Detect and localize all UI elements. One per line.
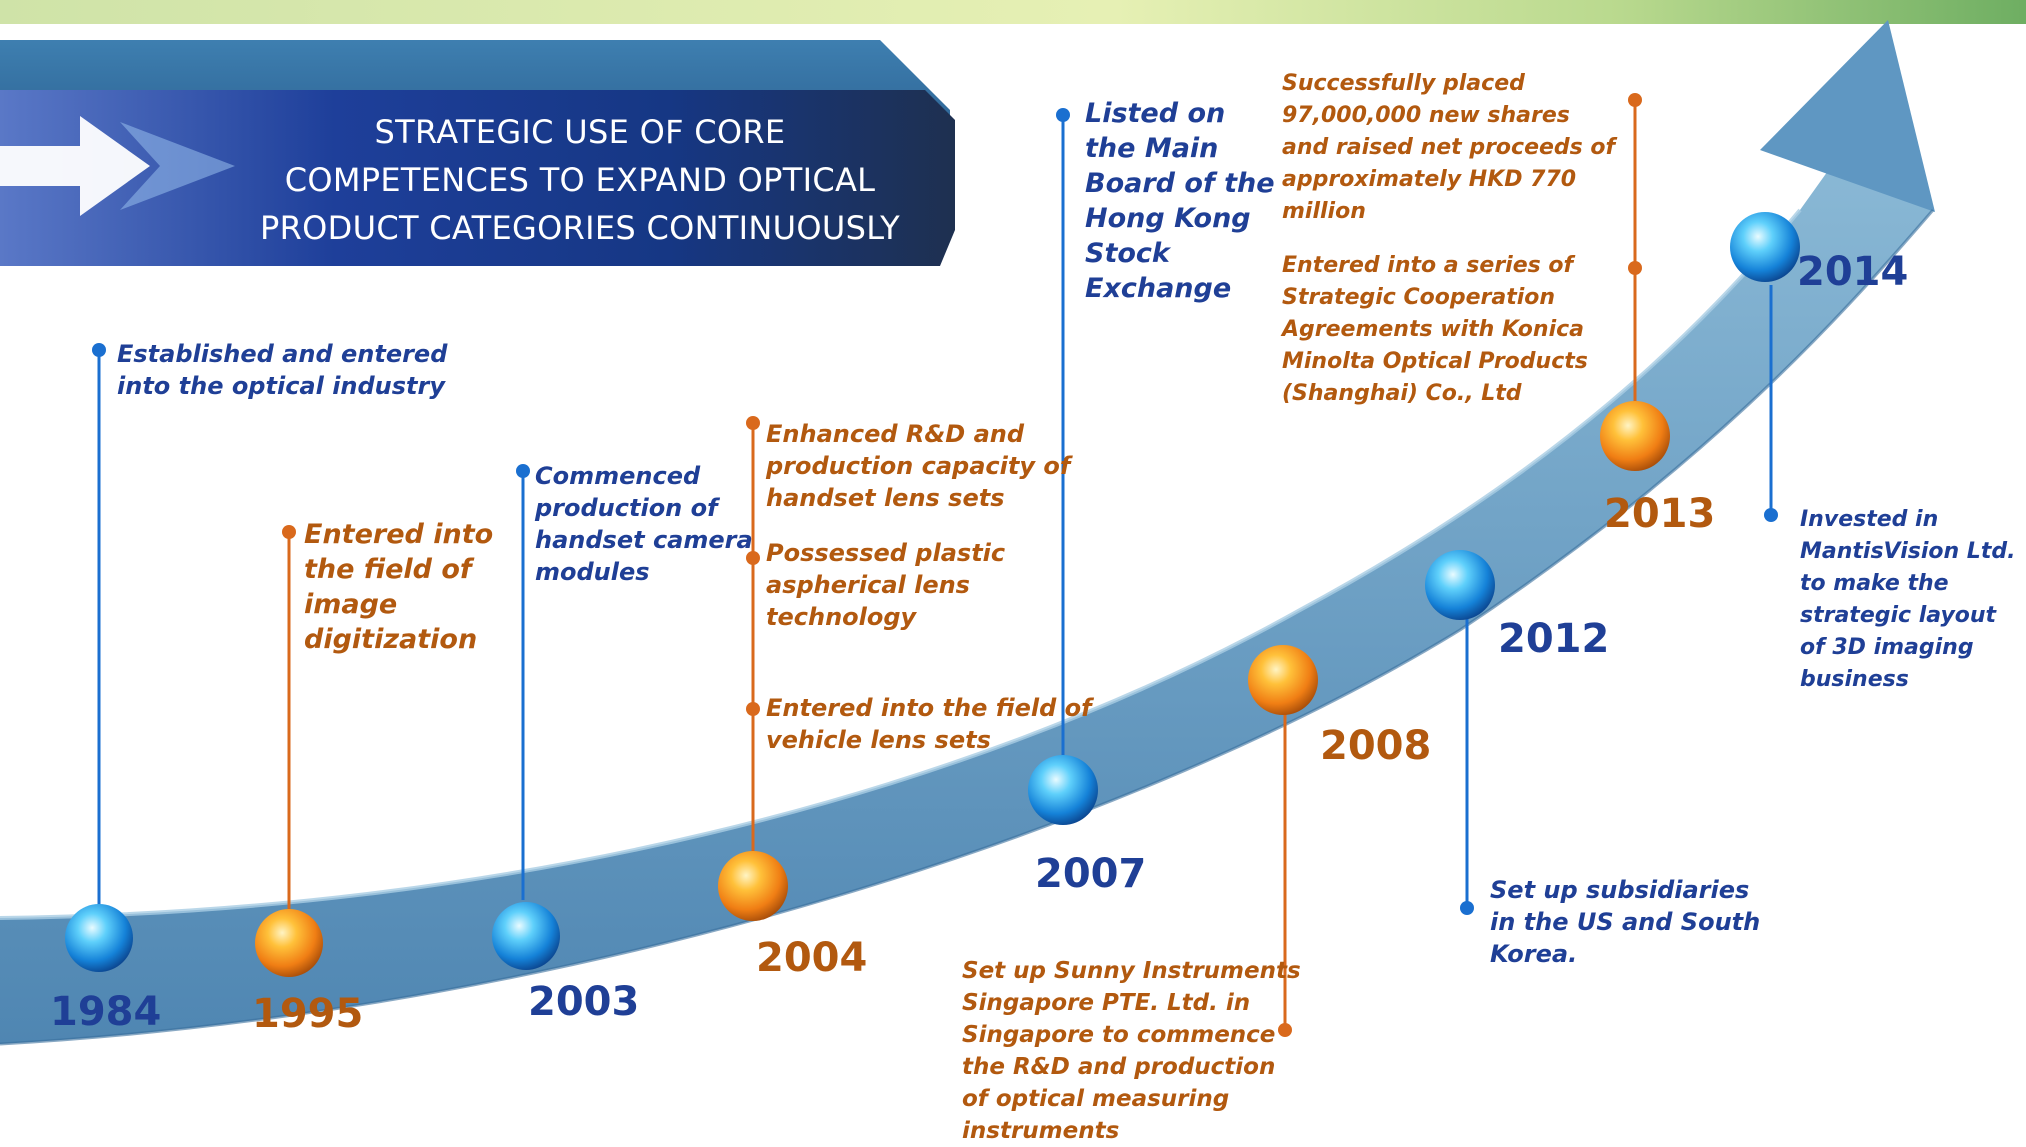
- note-line: in the US and South: [1490, 908, 1761, 936]
- year-label-2007: 2007: [1035, 851, 1147, 897]
- note-line: technology: [766, 603, 917, 631]
- note-line: (Shanghai) Co., Ltd: [1282, 381, 1522, 406]
- banner-title-line: STRATEGIC USE OF CORE: [374, 113, 786, 151]
- note-line: Hong Kong: [1085, 203, 1251, 234]
- note-line: the field of: [304, 554, 472, 585]
- note-line: Possessed plastic: [766, 539, 1006, 567]
- milestone-note-2008: Set up Sunny Instruments Singapore PTE. …: [962, 955, 1301, 1147]
- note-line: Entered into the field of: [766, 694, 1092, 722]
- growth-band: [0, 112, 1933, 1044]
- note-line: into the optical industry: [117, 372, 446, 400]
- connector-lines: [97, 100, 1773, 1030]
- milestone-note-2004-rd: Enhanced R&D and production capacity of …: [766, 418, 1070, 514]
- arrow-icon: [0, 116, 235, 216]
- note-line: Strategic Cooperation: [1282, 285, 1556, 310]
- note-line: Exchange: [1085, 273, 1232, 304]
- note-line: digitization: [304, 624, 478, 655]
- milestone-note-2004-aspherical: Possessed plastic aspherical lens techno…: [766, 537, 1005, 633]
- note-line: instruments: [962, 1118, 1120, 1144]
- note-line: business: [1800, 667, 1909, 692]
- note-line: strategic layout: [1800, 603, 1997, 628]
- year-label-1984: 1984: [50, 989, 162, 1035]
- note-line: Successfully placed: [1282, 71, 1525, 96]
- banner-title-line: COMPETENCES TO EXPAND OPTICAL: [284, 161, 876, 199]
- banner-title: STRATEGIC USE OF CORE COMPETENCES TO EXP…: [230, 108, 930, 252]
- year-label-2004: 2004: [756, 935, 868, 981]
- milestone-ball-2008: [1248, 645, 1318, 715]
- note-line: Invested in: [1800, 507, 1939, 532]
- note-line: Established and entered: [117, 340, 448, 368]
- milestone-ball-2007: [1028, 755, 1098, 825]
- milestone-note-2012: Set up subsidiaries in the US and South …: [1490, 874, 1760, 970]
- note-line: image: [304, 589, 398, 620]
- milestone-ball-2014: [1730, 212, 1800, 282]
- note-line: to make the: [1800, 571, 1949, 596]
- milestone-note-2013-placement: Successfully placed 97,000,000 new share…: [1282, 68, 1615, 228]
- note-line: vehicle lens sets: [766, 726, 991, 754]
- milestone-note-1984: Established and entered into the optical…: [117, 338, 447, 402]
- note-line: Set up Sunny Instruments: [962, 958, 1301, 984]
- note-line: approximately HKD 770: [1282, 167, 1577, 192]
- note-line: Korea.: [1490, 940, 1578, 968]
- milestone-note-2004-vehicle: Entered into the field of vehicle lens s…: [766, 692, 1092, 756]
- note-line: the R&D and production: [962, 1054, 1276, 1080]
- milestone-ball-2012: [1425, 550, 1495, 620]
- note-line: production of: [535, 494, 718, 522]
- milestone-balls: [65, 212, 1800, 977]
- growth-arrow-head: [1760, 20, 1935, 212]
- year-label-2014: 2014: [1797, 249, 1909, 295]
- milestone-note-2014: Invested in MantisVision Ltd. to make th…: [1800, 504, 2015, 696]
- note-line: Entered into: [304, 519, 494, 550]
- connector-dots: [92, 93, 1778, 1037]
- milestone-note-2013-konica: Entered into a series of Strategic Coope…: [1282, 250, 1588, 410]
- milestone-ball-1995: [255, 909, 323, 977]
- note-line: and raised net proceeds of: [1282, 135, 1616, 160]
- note-line: Stock: [1085, 238, 1170, 269]
- note-line: Agreements with Konica: [1282, 317, 1584, 342]
- banner-title-line: PRODUCT CATEGORIES CONTINUOUSLY: [260, 209, 900, 247]
- title-banner: [0, 90, 955, 266]
- note-line: of 3D imaging: [1800, 635, 1974, 660]
- note-line: MantisVision Ltd.: [1800, 539, 2016, 564]
- note-line: Entered into a series of: [1282, 253, 1574, 278]
- note-line: Board of the: [1085, 168, 1275, 199]
- milestone-ball-2013: [1600, 401, 1670, 471]
- milestone-ball-1984: [65, 904, 133, 972]
- year-label-2008: 2008: [1320, 723, 1432, 769]
- milestone-ball-2004: [718, 851, 788, 921]
- note-line: Set up subsidiaries: [1490, 876, 1750, 904]
- note-line: Commenced: [535, 462, 701, 490]
- milestone-note-1995: Entered into the field of image digitiza…: [304, 517, 493, 657]
- year-label-2003: 2003: [528, 979, 640, 1025]
- note-line: Singapore PTE. Ltd. in: [962, 990, 1251, 1016]
- year-label-2013: 2013: [1604, 491, 1716, 537]
- milestone-note-2003: Commenced production of handset camera m…: [535, 460, 753, 588]
- note-line: Minolta Optical Products: [1282, 349, 1588, 374]
- note-line: handset camera: [535, 526, 753, 554]
- note-line: Listed on: [1085, 98, 1226, 129]
- note-line: Enhanced R&D and: [766, 420, 1025, 448]
- note-line: of optical measuring: [962, 1086, 1230, 1112]
- note-line: 97,000,000 new shares: [1282, 103, 1570, 128]
- note-line: modules: [535, 558, 650, 586]
- note-line: million: [1282, 199, 1366, 224]
- top-strip: [0, 0, 2026, 24]
- note-line: Singapore to commence: [962, 1022, 1276, 1048]
- note-line: aspherical lens: [766, 571, 970, 599]
- year-label-2012: 2012: [1498, 616, 1610, 662]
- milestone-note-2007: Listed on the Main Board of the Hong Kon…: [1085, 96, 1275, 306]
- milestone-ball-2003: [492, 902, 560, 970]
- year-label-1995: 1995: [252, 991, 364, 1037]
- note-line: the Main: [1085, 133, 1219, 164]
- note-line: handset lens sets: [766, 484, 1005, 512]
- note-line: production capacity of: [766, 452, 1071, 480]
